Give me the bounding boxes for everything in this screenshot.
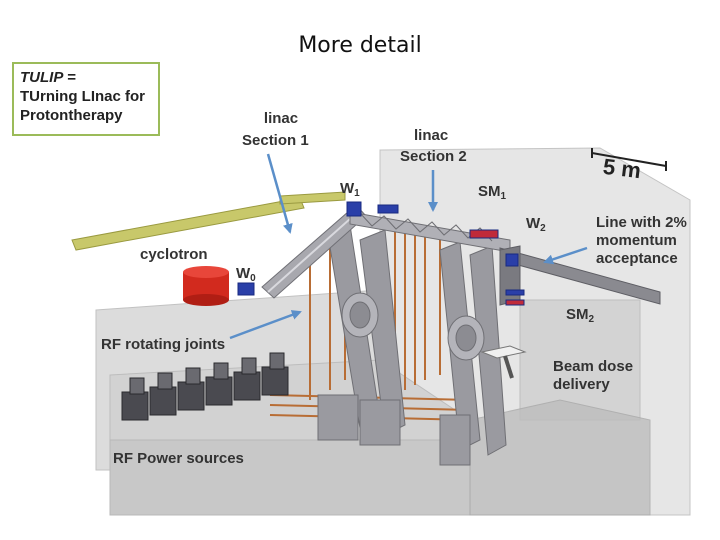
slide-title: More detail [298, 33, 422, 58]
label-rf-power-sources: RF Power sources [113, 450, 244, 467]
magnet-w2 [505, 253, 519, 267]
callout-arrows [229, 153, 588, 340]
rf-power-sources [121, 352, 289, 421]
scale-bar [591, 148, 667, 171]
magnet-sm2-b [505, 299, 525, 306]
tulip-line-2: TUrning LInac for [20, 88, 145, 105]
cyclotron [183, 266, 229, 306]
label-beam-dose-delivery: Beam dose delivery [553, 358, 634, 393]
label-linac-section-1: linac [263, 110, 299, 127]
arrow-linac-section-1 [266, 153, 293, 234]
label-w0: W0 [236, 265, 256, 284]
scale-label: 5 m [601, 153, 643, 184]
patient-couch [480, 345, 527, 379]
arrow-rf-joints [229, 310, 302, 340]
crane-rail [71, 191, 346, 251]
magnet-w1 [346, 201, 362, 217]
label-cyclotron: cyclotron [140, 246, 208, 263]
label-w2: W2 [526, 215, 546, 234]
tulip-definition-box: TULIP = TUrning LInac for Protontherapy [12, 62, 160, 136]
label-sm1: SM1 [478, 183, 507, 202]
arrow-line-acceptance [543, 246, 588, 265]
label-w1: W1 [340, 180, 360, 199]
magnet-sm1 [469, 229, 499, 239]
magnets [237, 201, 525, 306]
tulip-line-1: TULIP = [20, 69, 76, 86]
label-linac-section-2: linac [414, 127, 449, 144]
magnet-w1-b [377, 204, 399, 214]
tulip-line-3: Protontherapy [20, 107, 123, 124]
label-linac-section-2-b: Section 2 [400, 148, 467, 165]
magnet-w0 [237, 282, 255, 296]
label-rf-rotating-joints: RF rotating joints [101, 336, 226, 353]
magnet-sm2-a [505, 289, 525, 296]
label-line-acceptance: Line with 2% momentum acceptance [596, 214, 687, 267]
label-sm2: SM2 [566, 306, 595, 325]
label-linac-section-1-b: Section 1 [242, 132, 309, 149]
